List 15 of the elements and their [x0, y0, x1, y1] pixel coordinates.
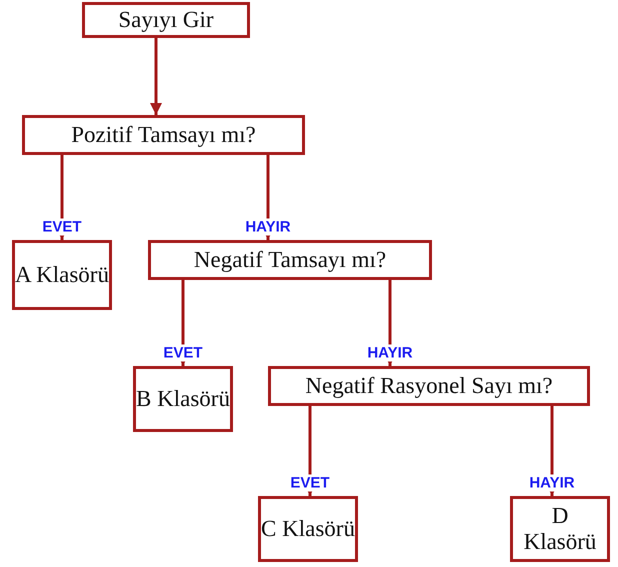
process-box: Sayıyı Gir: [82, 2, 250, 38]
arrow: [150, 38, 162, 115]
edge-label: EVET: [161, 344, 205, 362]
process-box: Negatif Rasyonel Sayı mı?: [268, 366, 590, 406]
edge-label: HAYIR: [365, 344, 415, 362]
edge-label: HAYIR: [243, 218, 293, 236]
process-box: D Klasörü: [510, 496, 610, 562]
process-box: B Klasörü: [133, 366, 233, 432]
edge-label: EVET: [40, 218, 84, 236]
edge-label: EVET: [288, 474, 332, 492]
process-box: Pozitif Tamsayı mı?: [22, 115, 305, 155]
process-box: Negatif Tamsayı mı?: [148, 240, 432, 280]
edge-label: HAYIR: [527, 474, 577, 492]
process-box: A Klasörü: [12, 240, 112, 310]
process-box: C Klasörü: [258, 496, 358, 562]
